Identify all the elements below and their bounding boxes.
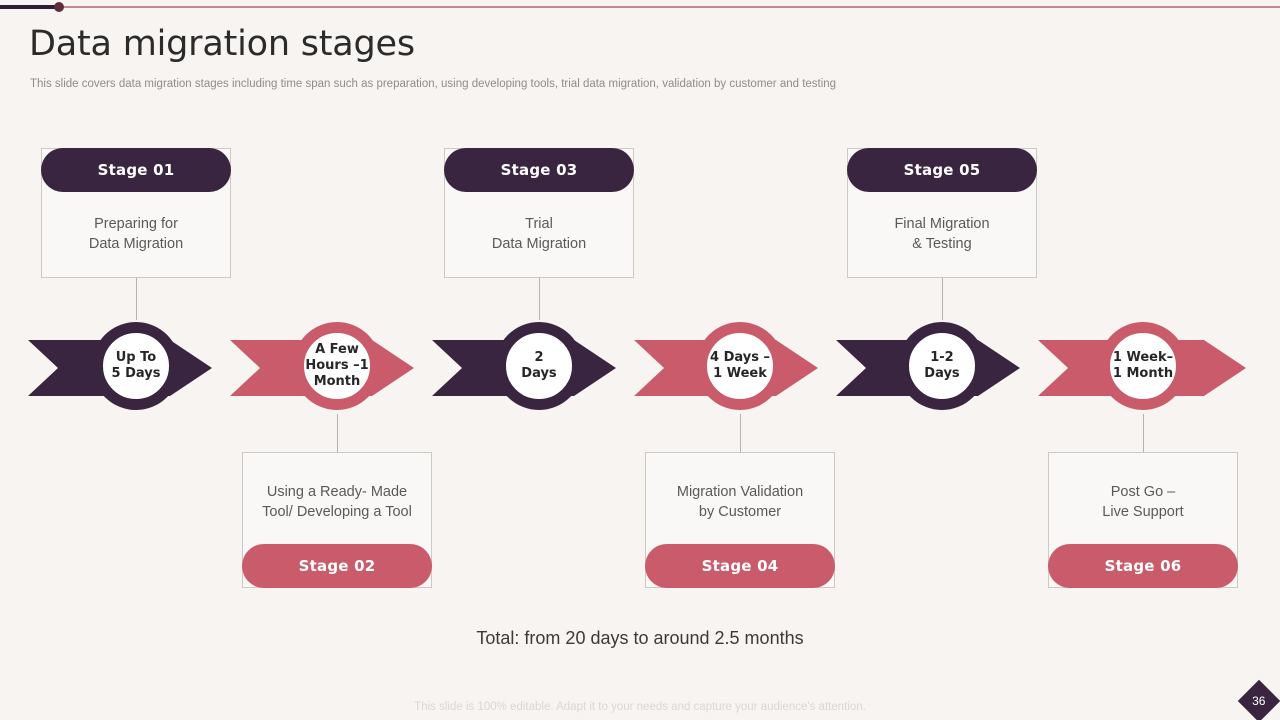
connector-line-2	[337, 414, 338, 454]
stage-card-6[interactable]: Post Go – Live Support Stage 06	[1048, 452, 1238, 588]
duration-node-5[interactable]: 1-2 Days	[898, 322, 986, 410]
connector-line-3	[539, 278, 540, 320]
connector-line-6	[1143, 414, 1144, 454]
duration-node-3[interactable]: 2 Days	[495, 322, 583, 410]
stage-badge-6: Stage 06	[1048, 544, 1238, 588]
total-summary-label: Total: from 20 days to around 2.5 months	[476, 628, 804, 648]
connector-line-5	[942, 278, 943, 320]
page-subtitle: This slide covers data migration stages …	[30, 78, 837, 90]
stage-description-1: Preparing for Data Migration	[88, 215, 184, 252]
stage-card-1[interactable]: Stage 01 Preparing for Data Migration	[41, 148, 231, 278]
top-accent-bar-dark	[0, 5, 56, 9]
duration-label-5: 1-2 Days	[924, 349, 960, 381]
duration-node-4[interactable]: 4 Days – 1 Week	[696, 322, 784, 410]
stage-card-2[interactable]: Using a Ready- Made Tool/ Developing a T…	[242, 452, 432, 588]
duration-node-2[interactable]: A Few Hours –1 Month	[293, 322, 381, 410]
connector-line-4	[740, 414, 741, 454]
duration-label-4: 4 Days – 1 Week	[710, 349, 770, 381]
stage-badge-5: Stage 05	[847, 148, 1037, 192]
connector-line-1	[136, 278, 137, 320]
duration-node-1[interactable]: Up To 5 Days	[92, 322, 180, 410]
duration-node-6[interactable]: 1 Week– 1 Month	[1099, 322, 1187, 410]
duration-label-3: 2 Days	[521, 349, 557, 381]
stage-description-2: Using a Ready- Made Tool/ Developing a T…	[262, 484, 412, 520]
page-number-label: 36	[1252, 693, 1266, 708]
stage-badge-1: Stage 01	[41, 148, 231, 192]
stage-description-4: Migration Validation by Customer	[676, 484, 804, 520]
top-accent-bar-thin	[56, 6, 1280, 8]
duration-label-1: Up To 5 Days	[111, 349, 161, 381]
page-number-badge: 36	[1237, 679, 1280, 720]
stage-badge-4: Stage 04	[645, 544, 835, 588]
stage-description-6: Post Go – Live Support	[1102, 484, 1184, 520]
timeline-arrows	[28, 340, 1246, 396]
stage-badge-3: Stage 03	[444, 148, 634, 192]
duration-label-6: 1 Week– 1 Month	[1112, 349, 1174, 381]
stage-card-5[interactable]: Stage 05 Final Migration & Testing	[847, 148, 1037, 278]
top-accent-dot-icon	[54, 2, 64, 12]
stage-card-3[interactable]: Stage 03 Trial Data Migration	[444, 148, 634, 278]
stage-card-4[interactable]: Migration Validation by Customer Stage 0…	[645, 452, 835, 588]
stage-badge-2: Stage 02	[242, 544, 432, 588]
stage-description-3: Trial Data Migration	[491, 215, 587, 252]
page-title: Data migration stages	[29, 24, 415, 64]
duration-label-2: A Few Hours –1 Month	[305, 341, 369, 390]
stage-description-5: Final Migration & Testing	[894, 215, 990, 252]
footer-note: This slide is 100% editable. Adapt it to…	[414, 701, 866, 713]
